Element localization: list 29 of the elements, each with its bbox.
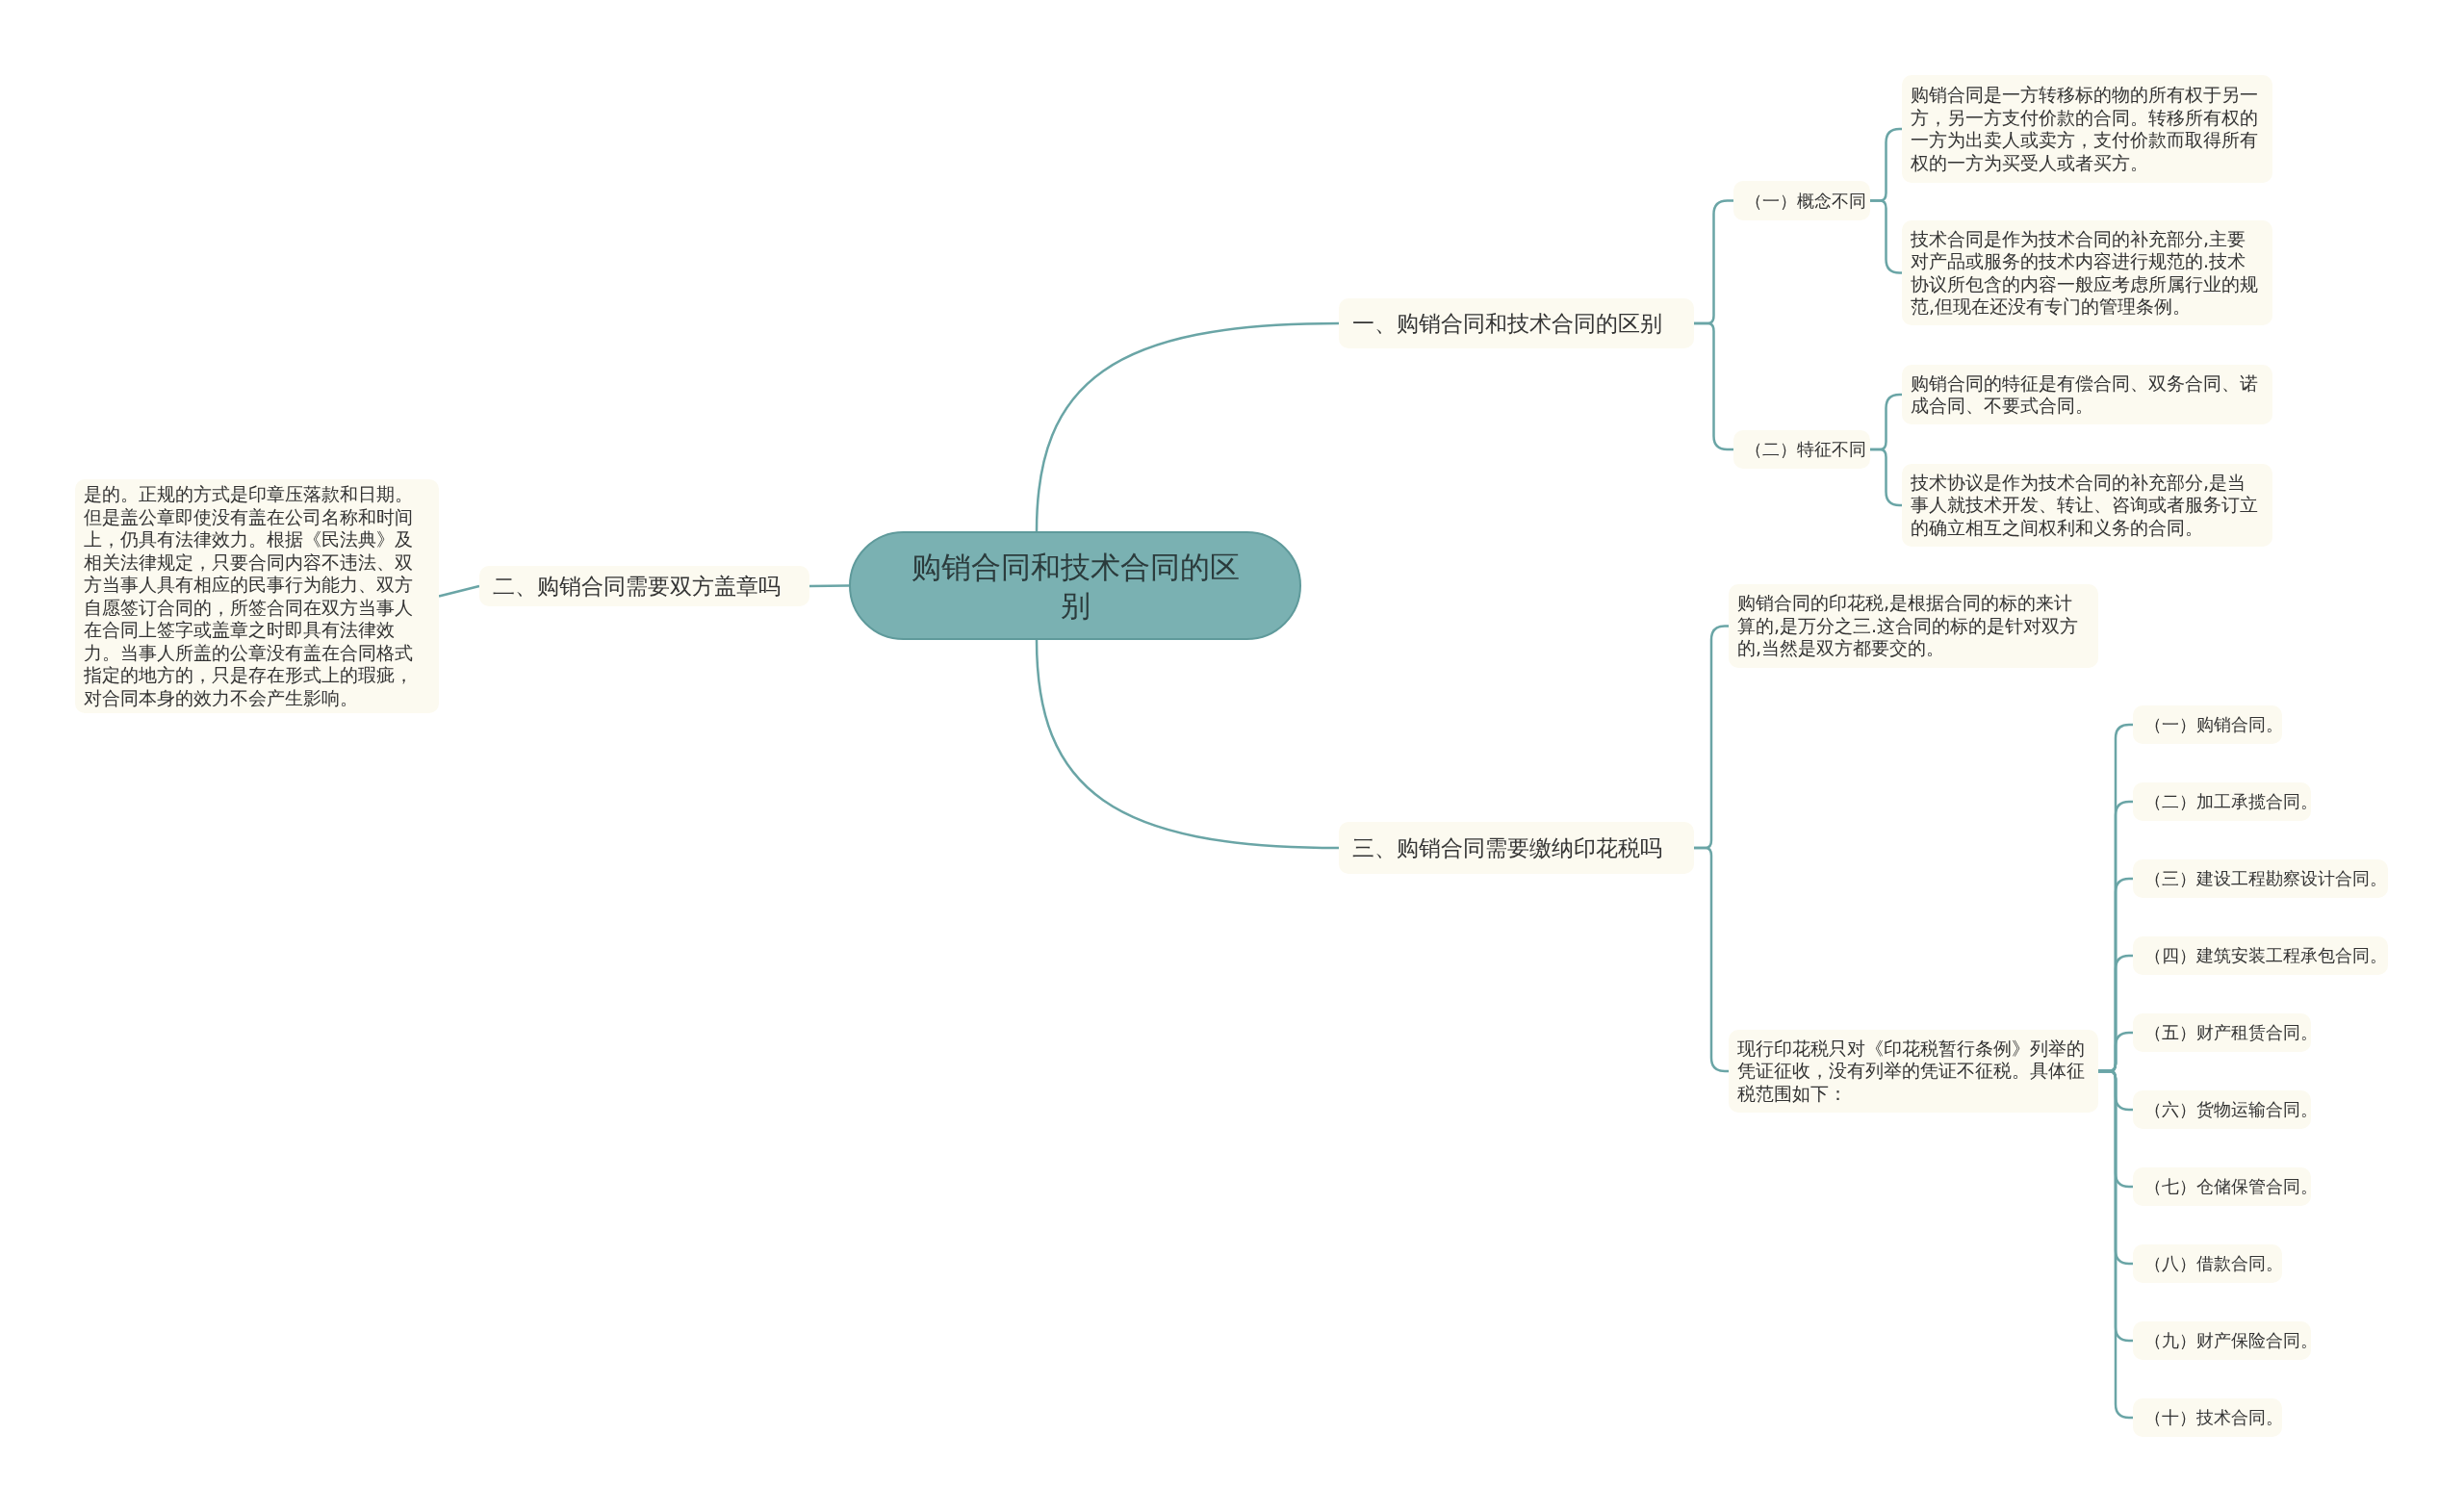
connector-line <box>1035 639 1340 850</box>
topic-box: 二、购销合同需要双方盖章吗 <box>479 566 809 606</box>
topic-box: 一、购销合同和技术合同的区别 <box>1339 298 1694 348</box>
subtopic-box: （一）购销合同。 <box>2133 705 2282 744</box>
connector-line <box>809 584 849 588</box>
connector-line <box>1870 448 1902 507</box>
text-box: 现行印花税只对《印花税暂行条例》列举的凭证征收，没有列举的凭证不征税。具体征税范围如下： <box>1729 1030 2098 1113</box>
subtopic-box: （八）借款合同。 <box>2133 1244 2282 1283</box>
connector-line <box>1035 321 1340 532</box>
subtopic-box: （一）概念不同 <box>1733 181 1870 220</box>
topic-box: 三、购销合同需要缴纳印花税吗 <box>1339 822 1694 874</box>
text-box: 购销合同是一方转移标的物的所有权于另一方，另一方支付价款的合同。转移所有权的一方为出卖人或卖方，支付价款而取得所有权的一方为买受人或者买方。 <box>1902 75 2272 183</box>
subtopic-box: （九）财产保险合同。 <box>2133 1321 2311 1360</box>
connector-line <box>1694 321 1733 451</box>
text-box: 是的。正规的方式是印章压落款和日期。但是盖公章即使没有盖在公司名称和时间上，仍具有法律效力。根据《民法典》及相关法律规定，只要合同内容不违法、双方当事人具有相应的民事行为能力、双方自愿签订合同的，所签合同在双方当事人在合同上签字或盖章之时即具有法律效力。当事人所盖的公章没有盖在合同格式指定的地方的，只是存在形式上的瑕疵，对合同本身的效力不会产生影响。 <box>75 479 439 713</box>
subtopic-box: （二）加工承揽合同。 <box>2133 782 2311 821</box>
subtopic-box: （七）仓储保管合同。 <box>2133 1167 2311 1206</box>
subtopic-box: （二）特征不同 <box>1733 430 1870 469</box>
text-box: 购销合同的特征是有偿合同、双务合同、诺成合同、不要式合同。 <box>1902 365 2272 424</box>
text-box: 技术合同是作为技术合同的补充部分,主要对产品或服务的技术内容进行规范的.技术协议所包含的内容一般应考虑所属行业的规范,但现在还没有专门的管理条例。 <box>1902 220 2272 325</box>
subtopic-box: （十）技术合同。 <box>2133 1398 2282 1437</box>
central-topic: 购销合同和技术合同的区别 <box>849 531 1301 640</box>
subtopic-box: （四）建筑安装工程承包合同。 <box>2133 936 2388 975</box>
connector-line <box>438 584 480 598</box>
subtopic-box: （三）建设工程勘察设计合同。 <box>2133 859 2388 898</box>
text-box: 技术协议是作为技术合同的补充部分,是当事人就技术开发、转让、咨询或者服务订立的确立相互之间权利和义务的合同。 <box>1902 464 2272 547</box>
subtopic-box: （五）财产租赁合同。 <box>2133 1013 2311 1052</box>
text-box: 购销合同的印花税,是根据合同的标的来计算的,是万分之三.这合同的标的是针对双方的,当然是双方都要交的。 <box>1729 584 2098 668</box>
subtopic-box: （六）货物运输合同。 <box>2133 1090 2311 1129</box>
